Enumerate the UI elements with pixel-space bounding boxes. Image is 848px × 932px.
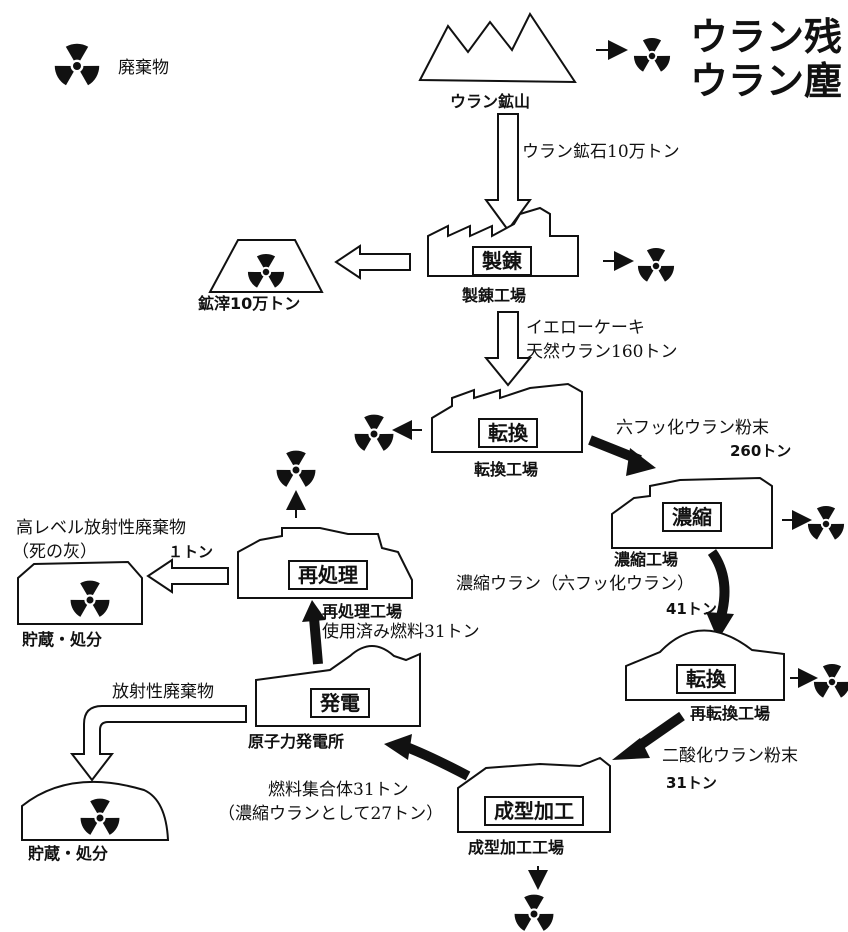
rw-flow-arrow [69, 705, 247, 782]
hlw-label-2: （死の灰） [12, 542, 97, 562]
enrichment-tag: 濃縮 [662, 502, 722, 532]
reprocessing-tag: 再処理 [288, 560, 368, 590]
mine-mountain-icon [418, 12, 577, 84]
mine-waste-icon [631, 37, 673, 73]
fabrication-name: 成型加工工場 [468, 838, 565, 857]
uo2-flow-arrow [633, 711, 685, 753]
fabrication-waste-icon [512, 894, 556, 932]
slag-flow-arrow [334, 244, 411, 280]
hlw-label-3: １トン [168, 543, 214, 561]
enriched-label-1: 濃縮ウラン（六フッ化ウラン） [456, 574, 694, 594]
hlw-storage-name: 貯蔵・処分 [22, 630, 103, 649]
spent-fuel-label: 使用済み燃料31トン [322, 622, 480, 642]
refinery-name: 製錬工場 [462, 286, 527, 305]
refinery-tag: 製錬 [472, 246, 532, 276]
reconversion-tag: 転換 [676, 664, 736, 694]
yellowcake-label-2: 天然ウラン160トン [526, 342, 678, 362]
enrichment-waste-icon [805, 505, 847, 541]
rw-label: 放射性廃棄物 [112, 682, 214, 702]
fabrication-tag: 成型加工 [484, 796, 584, 826]
legend-radiation-icon [52, 43, 102, 87]
power-plant-tag: 発電 [310, 688, 370, 718]
page-title-line2: ウラン塵 [690, 59, 843, 103]
refinery-building [427, 206, 579, 277]
fuel-flow-arrow [402, 741, 471, 781]
reprocessing-waste-icon [274, 450, 318, 489]
legend-label: 廃棄物 [118, 58, 169, 78]
mine-name: ウラン鉱山 [450, 92, 531, 111]
conversion-tag: 転換 [478, 418, 538, 448]
conversion-name: 転換工場 [474, 460, 539, 479]
rw-storage-name: 貯蔵・処分 [28, 844, 109, 863]
hlw-flow-arrow [146, 558, 229, 594]
enriched-label-2: 41トン [666, 600, 717, 618]
yellowcake-flow-arrow [483, 311, 533, 387]
uf6-label-1: 六フッ化ウラン粉末 [616, 418, 769, 438]
fuel-label-2: （濃縮ウランとして27トン） [218, 804, 444, 824]
ore-flow-label: ウラン鉱石10万トン [522, 142, 680, 162]
hlw-label-1: 高レベル放射性廃棄物 [16, 518, 186, 538]
uo2-label-2: 31トン [666, 774, 717, 792]
conversion-waste-icon [352, 414, 396, 453]
power-plant-building [255, 645, 421, 727]
slag-name: 鉱滓10万トン [198, 294, 301, 313]
refinery-waste-icon [635, 247, 677, 283]
spent-fuel-flow-arrow [309, 617, 323, 665]
page-title-line1: ウラン残 [690, 15, 843, 59]
hlw-storage-icon [17, 560, 143, 625]
uf6-label-2: 260トン [730, 442, 792, 460]
rw-storage-icon [21, 781, 170, 841]
uo2-label-1: 二酸化ウラン粉末 [662, 746, 798, 766]
enrichment-name: 濃縮工場 [614, 550, 679, 569]
enriched-flow-arrow [707, 549, 730, 622]
reprocessing-name: 再処理工場 [322, 602, 403, 621]
power-plant-name: 原子力発電所 [248, 732, 345, 751]
fuel-label-1: 燃料集合体31トン [268, 780, 409, 800]
reconversion-waste-icon [811, 663, 848, 699]
reconversion-name: 再転換工場 [690, 704, 771, 723]
yellowcake-label-1: イエローケーキ [526, 318, 645, 338]
